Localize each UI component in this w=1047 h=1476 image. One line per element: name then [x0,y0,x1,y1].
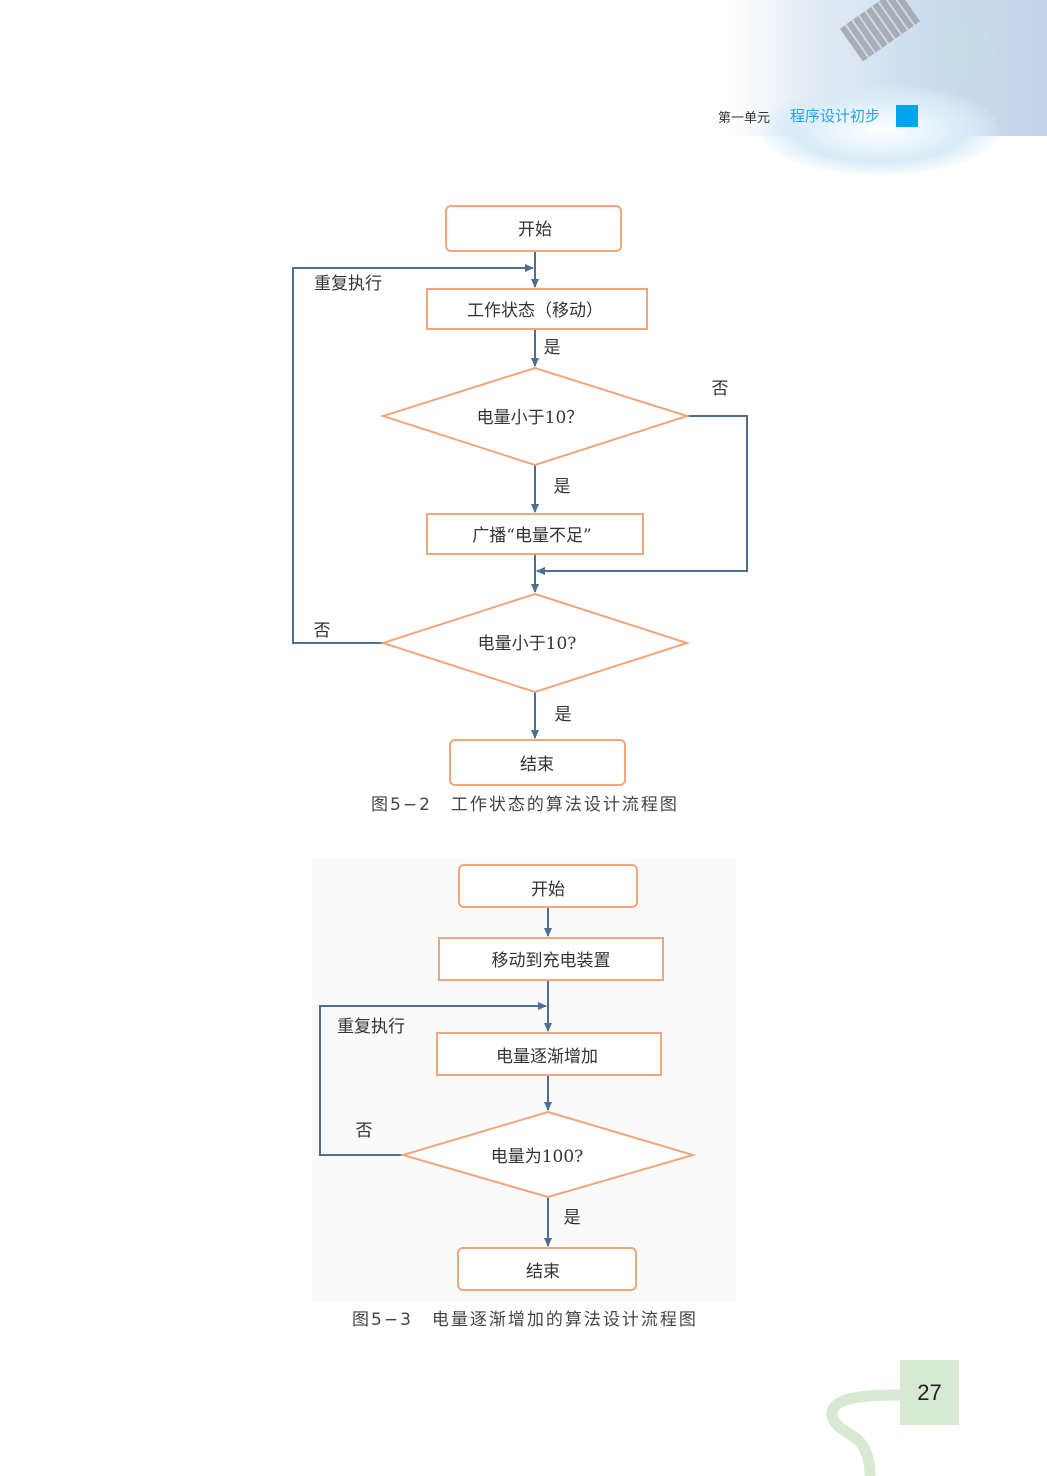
end-label: 结束 [520,755,554,775]
broadcast-box [426,513,644,555]
figure1-caption: 图5−2 工作状态的算法设计流程图 [371,795,679,815]
satellite-body-image [935,22,993,76]
increase-box [436,1032,662,1076]
work-state-label: 工作状态（移动） [467,301,603,321]
repeat-label: 重复执行 [337,1017,405,1037]
decision-diamond [379,366,691,467]
broadcast-label: 广播“电量不足” [472,526,591,546]
start-terminal [458,864,638,908]
end-label: 结束 [526,1262,560,1282]
decorative-curve [826,1389,902,1476]
end-terminal [449,739,626,786]
start-label: 开始 [531,880,565,900]
yes-label: 是 [554,477,571,497]
no-branch-line [536,415,748,575]
decision-diamond [399,1110,697,1199]
decision-label: 电量小于10? [478,634,577,654]
no-label: 否 [356,1121,373,1141]
decision-diamond [379,592,691,694]
loop-line [319,1002,547,1156]
end-terminal [457,1247,637,1291]
page-number: 27 [900,1360,959,1425]
decision-label: 电量为100? [491,1147,584,1167]
move-label: 移动到充电装置 [492,951,611,971]
figure2-background [312,858,736,1302]
unit-title: 程序设计初步 [790,107,881,125]
increase-label: 电量逐渐增加 [496,1047,598,1067]
figure2-caption: 图5−3 电量逐渐增加的算法设计流程图 [352,1310,698,1330]
start-terminal [445,205,622,252]
no-label: 否 [712,379,729,399]
decision-label: 电量小于10？ [477,408,584,428]
start-label: 开始 [518,220,552,240]
yes-label: 是 [544,338,561,358]
yes-label: 是 [555,705,572,725]
unit-label: 第一单元 [718,111,771,126]
yes-label: 是 [564,1208,581,1228]
unit-marker [896,105,918,127]
loop-line [292,264,534,644]
work-state-box [426,288,648,330]
repeat-label: 重复执行 [314,274,382,294]
no-label: 否 [314,621,331,641]
move-box [438,937,664,981]
